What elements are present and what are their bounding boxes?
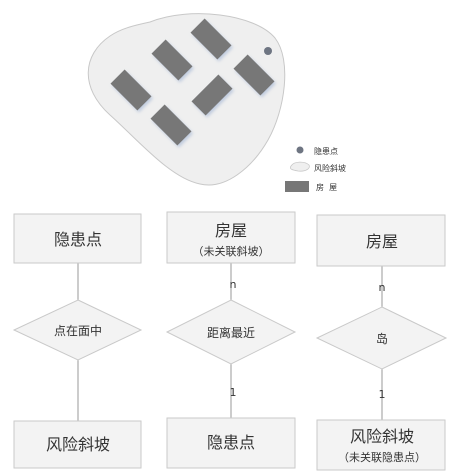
- legend-hazard-point-label: 隐患点: [314, 146, 338, 156]
- house-shape: [191, 74, 233, 116]
- house-shape: [110, 69, 152, 111]
- legend-risk-slope-icon: [290, 161, 310, 172]
- legend-hazard-point-icon: [296, 146, 304, 154]
- entity-subtitle: （未关联斜坡）: [193, 244, 270, 258]
- legend: 隐患点 风险斜坡 房 屋: [285, 146, 346, 192]
- entity-title: 房屋: [215, 221, 247, 240]
- house-shape: [233, 54, 275, 96]
- entity-title: 房屋: [366, 232, 398, 251]
- cardinality-label: n: [230, 278, 237, 291]
- entity-box-house-unlinked: [166, 211, 296, 264]
- relation-column-1: 隐患点 点在面中 风险斜坡: [12, 213, 143, 469]
- map-illustration: [87, 13, 286, 186]
- entity-box-risk-slope: [13, 420, 142, 469]
- entity-subtitle: （未关联隐患点）: [338, 450, 426, 464]
- relation-label: 点在面中: [54, 323, 102, 338]
- hazard-point: [264, 47, 272, 55]
- entity-box-risk-slope-unlinked: [316, 419, 446, 471]
- legend-risk-slope-label: 风险斜坡: [314, 163, 346, 173]
- legend-house-icon: [285, 181, 309, 192]
- legend-house-label: 房 屋: [316, 182, 337, 192]
- entity-box-hazard-point: [13, 213, 142, 264]
- relation-diamond: [315, 306, 448, 370]
- entity-box-hazard-point: [166, 417, 296, 469]
- cardinality-label: 1: [230, 386, 237, 399]
- relation-diamond: [12, 299, 143, 361]
- entity-title: 风险斜坡: [350, 427, 414, 446]
- entity-title: 隐患点: [54, 230, 102, 249]
- house-shape: [190, 18, 232, 60]
- relation-column-2: 房屋 （未关联斜坡） n 距离最近 1 隐患点: [165, 211, 297, 469]
- house-shape: [151, 39, 193, 81]
- risk-slope-area: [87, 13, 286, 186]
- cardinality-label: n: [379, 281, 386, 294]
- relation-label: 距离最近: [207, 325, 255, 340]
- entity-box-house: [316, 214, 446, 267]
- cardinality-label: 1: [379, 388, 386, 401]
- house-shape: [150, 104, 192, 146]
- entity-title: 风险斜坡: [46, 435, 110, 454]
- relation-label: 岛: [376, 331, 388, 346]
- entity-title: 隐患点: [207, 433, 255, 452]
- relation-diamond: [165, 299, 297, 365]
- relation-column-3: 房屋 n 岛 1 风险斜坡 （未关联隐患点）: [315, 214, 448, 471]
